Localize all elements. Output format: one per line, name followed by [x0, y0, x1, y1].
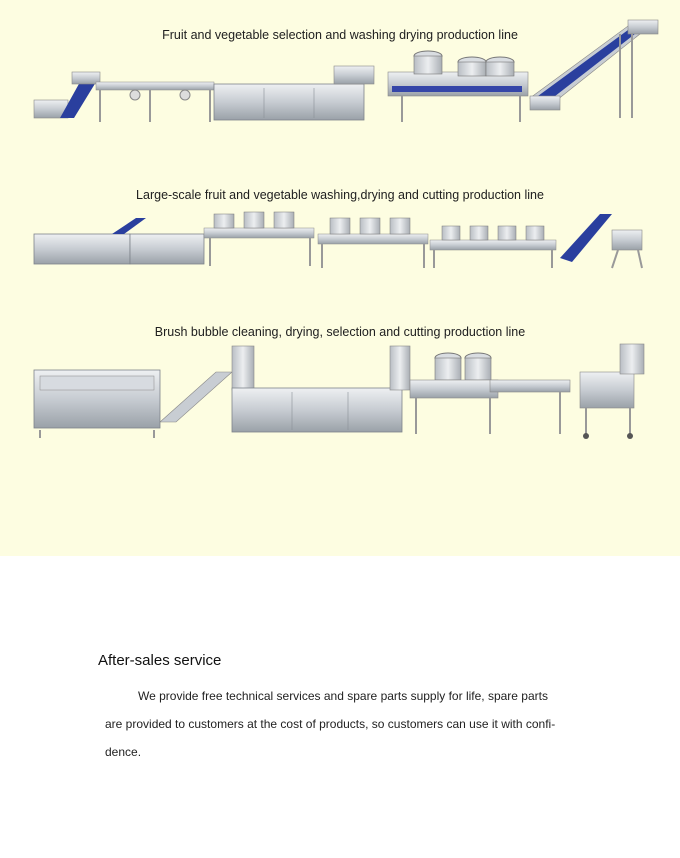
- line-3-title: Brush bubble cleaning, drying, selection…: [154, 325, 526, 339]
- line-3-machine-illustration: [33, 343, 645, 439]
- after-sales-paragraph-line-2: are provided to customers at the cost of…: [105, 717, 556, 731]
- line-1-machine-illustration: [33, 19, 659, 122]
- line-2-title: Large-scale fruit and vegetable washing,…: [136, 188, 544, 202]
- after-sales-section: After-sales service We provide free tech…: [0, 556, 680, 858]
- line-2-machine-illustration: [33, 211, 643, 269]
- line-1-title: Fruit and vegetable selection and washin…: [162, 28, 518, 42]
- after-sales-paragraph-line-3: dence.: [105, 745, 142, 759]
- production-lines-banner: Fruit and vegetable selection and washin…: [0, 0, 680, 556]
- after-sales-paragraph-line-1: We provide free technical services and s…: [138, 689, 548, 703]
- after-sales-title: After-sales service: [98, 652, 222, 669]
